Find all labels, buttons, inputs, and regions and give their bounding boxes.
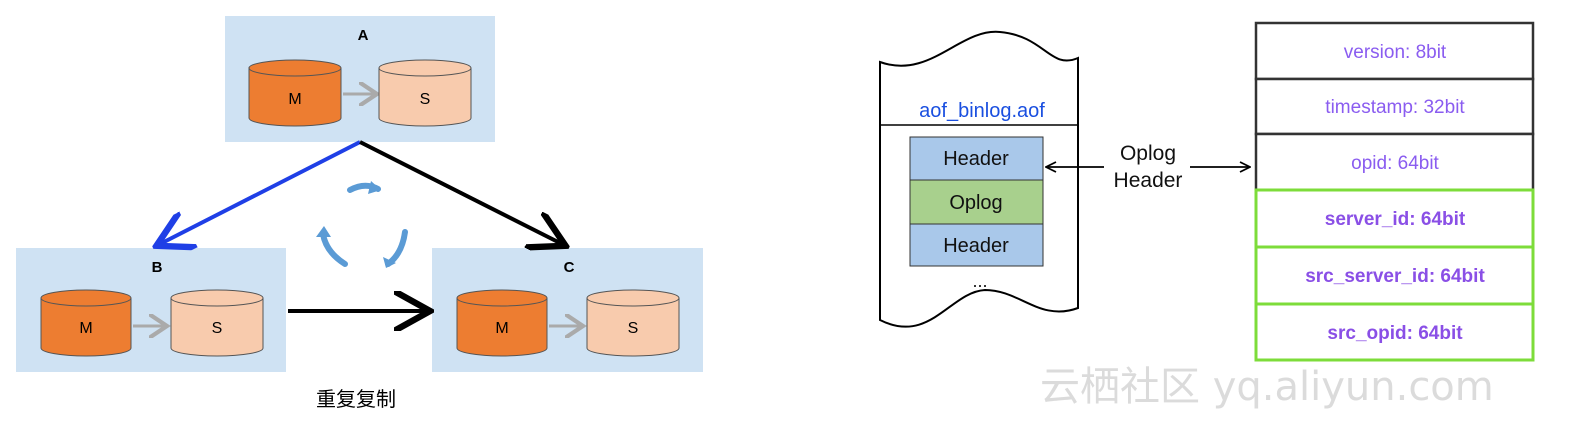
node-c: C M S	[432, 248, 703, 372]
field-version-label: version: 8bit	[1344, 42, 1447, 63]
node-a-slave-label: S	[420, 91, 431, 108]
field-version	[1254, 21, 1535, 81]
field-src-opid	[1254, 302, 1535, 362]
field-server-id	[1254, 188, 1535, 249]
oplog-header-label-line1: Oplog	[1120, 142, 1176, 165]
node-c-slave-label: S	[628, 320, 639, 337]
aof-records-ellipsis: ...	[972, 271, 987, 291]
node-a-master-db: M	[248, 59, 342, 127]
watermark: 云栖社区 yq.aliyun.com	[1040, 364, 1494, 410]
oplog-header-label-line2: Header	[1114, 169, 1183, 192]
field-opid-label: opid: 64bit	[1351, 153, 1439, 174]
cycle-arrows-icon	[316, 181, 408, 268]
node-c-slave-db: S	[586, 289, 680, 357]
node-b-slave-db: S	[170, 289, 264, 357]
node-c-master-db: M	[456, 289, 548, 357]
field-src-server-id-label: src_server_id: 64bit	[1305, 266, 1485, 287]
arrow-a-to-b	[160, 140, 361, 244]
aof-record-header-1-label: Header	[943, 148, 1009, 170]
node-a-slave-db: S	[378, 59, 472, 127]
field-timestamp-label: timestamp: 32bit	[1325, 97, 1465, 118]
field-timestamp	[1254, 77, 1535, 136]
node-a-master-label: M	[288, 91, 301, 108]
node-a-label: A	[358, 27, 369, 44]
node-c-master-label: M	[495, 320, 508, 337]
aof-record-header-2-label: Header	[943, 235, 1009, 257]
aof-file-title: aof_binlog.aof	[919, 100, 1045, 122]
node-b-master-label: M	[79, 320, 92, 337]
aof-record-header-2	[909, 223, 1044, 267]
field-server-id-label: server_id: 64bit	[1325, 209, 1466, 230]
node-b: B M S	[16, 248, 286, 372]
field-src-opid-label: src_opid: 64bit	[1327, 323, 1463, 344]
header-fields-table: version: 8bit timestamp: 32bit opid: 64b…	[1254, 21, 1535, 362]
arrow-a-to-c	[359, 140, 562, 244]
node-b-master-db: M	[40, 289, 132, 357]
node-a: A M S	[225, 16, 495, 142]
aof-record-oplog	[909, 179, 1044, 225]
node-b-label: B	[152, 259, 163, 276]
field-src-server-id	[1254, 245, 1535, 306]
node-b-slave-label: S	[212, 320, 223, 337]
repeat-replication-caption: 重复复制	[316, 387, 396, 411]
aof-record-oplog-label: Oplog	[949, 192, 1002, 214]
node-c-label: C	[564, 259, 575, 276]
aof-record-header-1	[909, 136, 1044, 181]
